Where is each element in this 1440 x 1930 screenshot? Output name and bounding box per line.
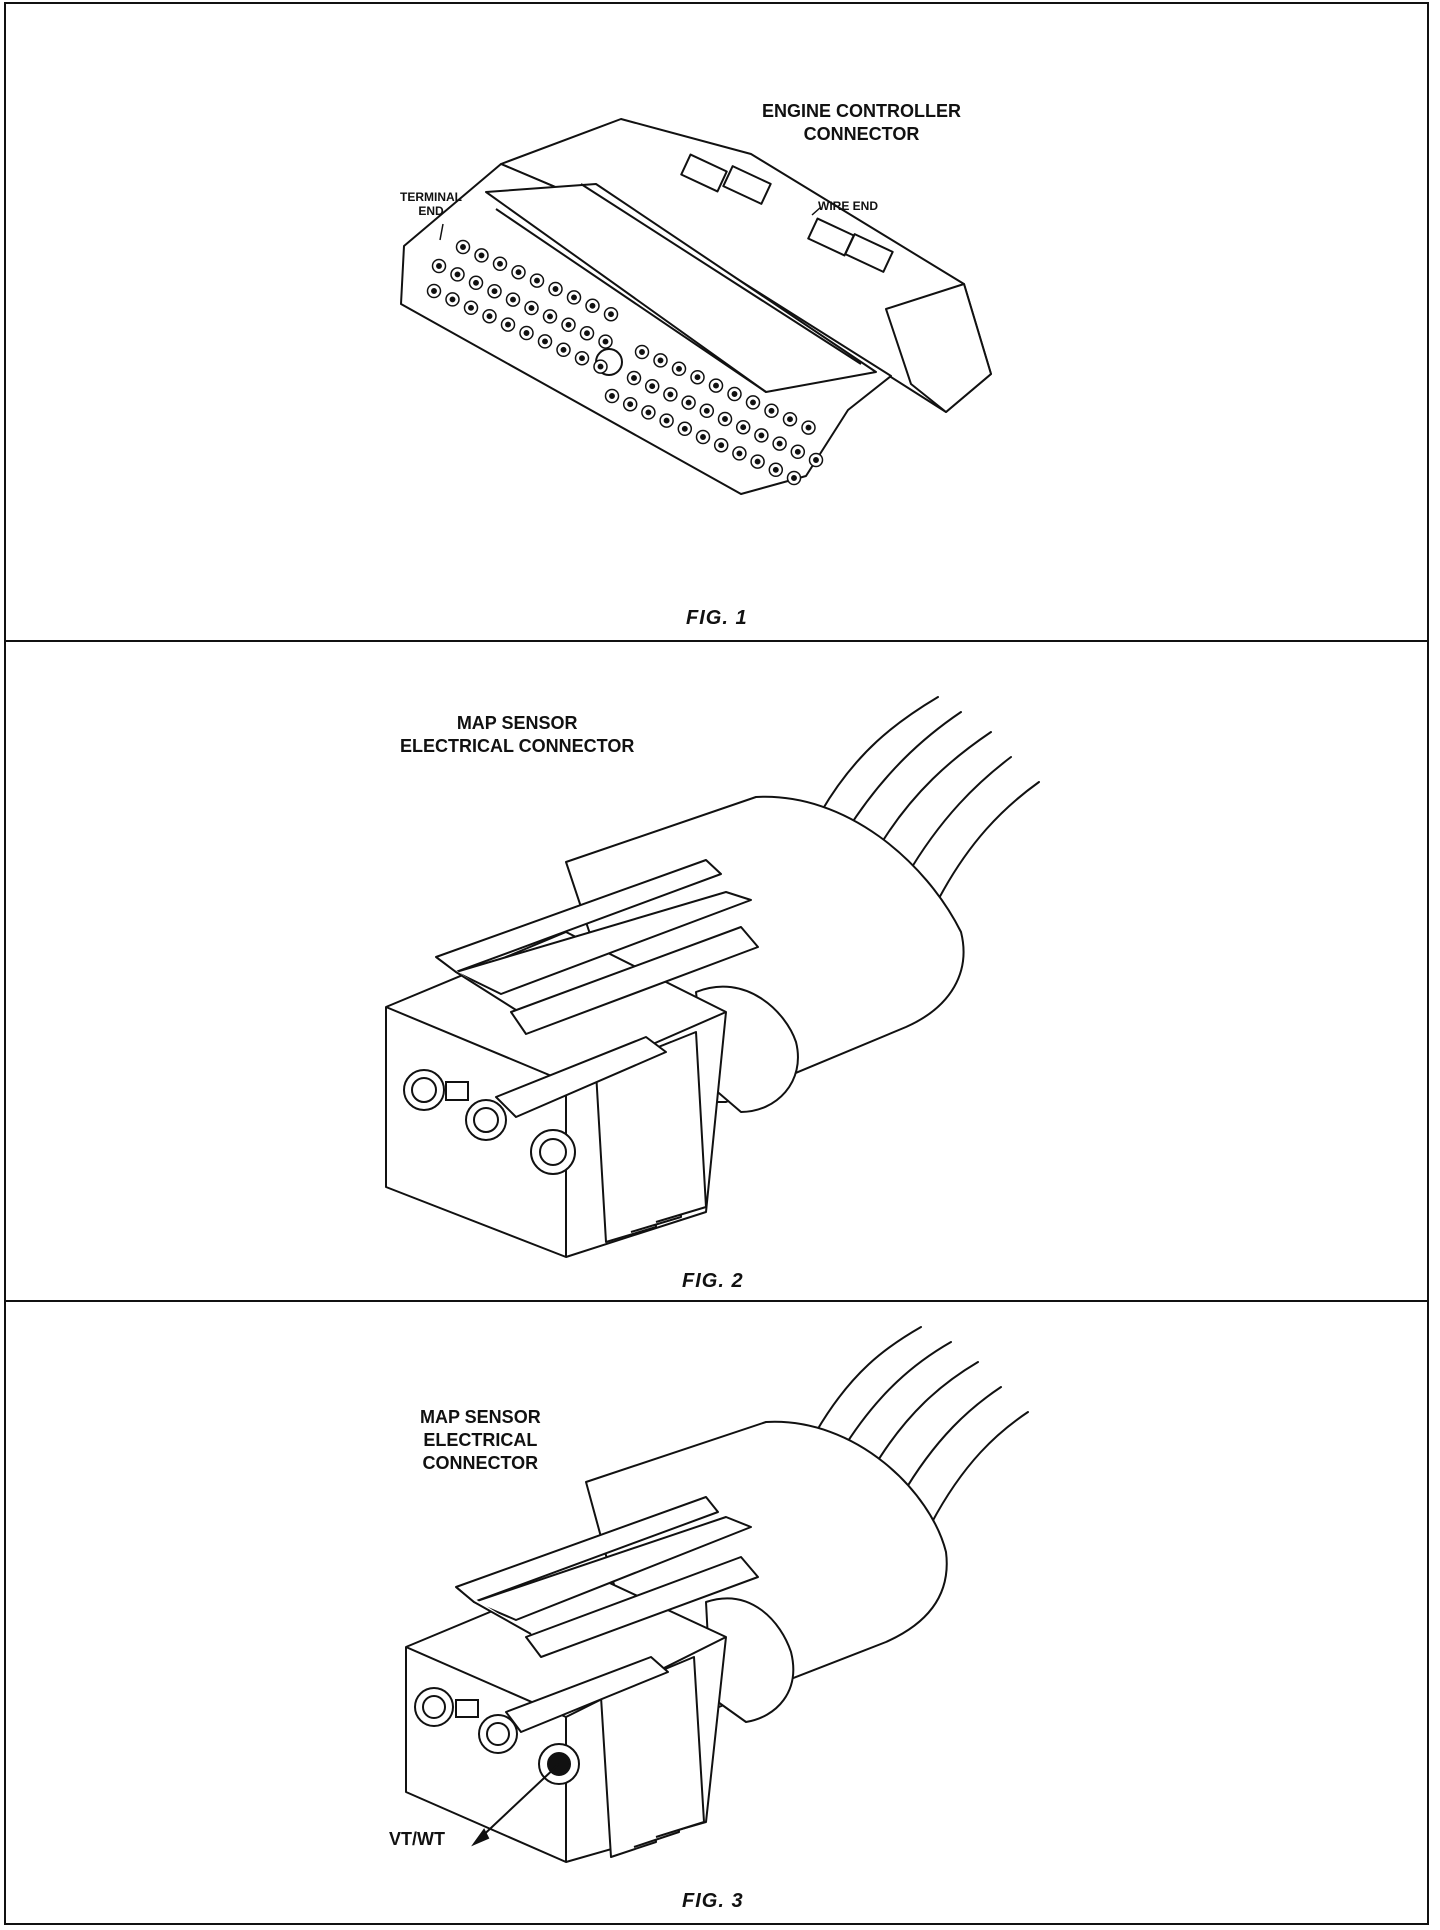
figure-3-caption: FIG. 3 [682, 1890, 744, 1912]
terminal-pin [603, 339, 607, 343]
terminal-pin [498, 262, 502, 266]
terminal-pin [737, 451, 741, 455]
terminal-pin [492, 289, 496, 293]
terminal-pin [683, 427, 687, 431]
terminal-pin [646, 410, 650, 414]
terminal-pin [796, 450, 800, 454]
terminal-end-line-1: TERMINAL [400, 190, 462, 204]
terminal-pin [543, 339, 547, 343]
terminal-pin [719, 443, 723, 447]
terminal-pin [769, 409, 773, 413]
terminal-pin [529, 306, 533, 310]
terminal-pin [814, 458, 818, 462]
terminal-pin [792, 476, 796, 480]
terminal-pin [686, 400, 690, 404]
terminal-pin [759, 433, 763, 437]
terminal-pin [714, 383, 718, 387]
map-sensor-connector-drawing [6, 642, 1429, 1302]
terminal-end-callout: TERMINAL END [400, 190, 462, 218]
terminal-pin [732, 392, 736, 396]
terminal-cavities [428, 241, 823, 485]
terminal-pin [511, 297, 515, 301]
figure-1-caption: FIG. 1 [686, 607, 748, 629]
terminal-pin [572, 295, 576, 299]
terminal-pin [701, 435, 705, 439]
terminal-pin [774, 468, 778, 472]
title-line-3: CONNECTOR [422, 1453, 539, 1473]
terminal-pin [751, 400, 755, 404]
terminal-pin [723, 417, 727, 421]
map-sensor-title: MAP SENSOR ELECTRICAL CONNECTOR [420, 1406, 541, 1475]
terminal-pin [755, 459, 759, 463]
terminal-pin [741, 425, 745, 429]
terminal-pin [598, 364, 602, 368]
terminal-pin [585, 331, 589, 335]
terminal-pin [432, 289, 436, 293]
terminal-pin [640, 350, 644, 354]
terminal-pin [610, 394, 614, 398]
title-line-1: MAP SENSOR [456, 713, 578, 733]
terminal-pin [474, 281, 478, 285]
terminal-pin [668, 392, 672, 396]
terminal-pin [553, 287, 557, 291]
title-line-2: ELECTRICAL [423, 1430, 538, 1450]
terminal-end-line-2: END [418, 204, 444, 218]
title-line-1: ENGINE CONTROLLER [762, 101, 962, 121]
figure-2-caption: FIG. 2 [682, 1270, 744, 1292]
terminal-pin [658, 358, 662, 362]
title-line-2: ELECTRICAL CONNECTOR [400, 736, 635, 756]
figure-1-panel: ENGINE CONTROLLER CONNECTOR TERMINAL END… [4, 2, 1429, 642]
terminal-pin [590, 304, 594, 308]
terminal-pin [461, 245, 465, 249]
terminal-pin [650, 384, 654, 388]
terminal-pin [677, 367, 681, 371]
terminal-pin [628, 402, 632, 406]
terminal-pin [524, 331, 528, 335]
figure-2-panel: MAP SENSOR ELECTRICAL CONNECTOR FIG. 2 [4, 640, 1429, 1302]
vt-wt-callout: VT/WT [389, 1829, 445, 1849]
terminal-pin [487, 314, 491, 318]
terminal-pin [516, 270, 520, 274]
terminal-pin [566, 323, 570, 327]
terminal-pin [561, 348, 565, 352]
figure-3-panel: MAP SENSOR ELECTRICAL CONNECTOR VT/WT FI… [4, 1300, 1429, 1925]
terminal-pin [548, 314, 552, 318]
terminal-pin [506, 322, 510, 326]
terminal-pin [632, 376, 636, 380]
title-line-2: CONNECTOR [803, 124, 920, 144]
terminal-pin [479, 253, 483, 257]
terminal-pin [695, 375, 699, 379]
wire-end-callout: WIRE END [818, 199, 878, 213]
terminal-pin [469, 306, 473, 310]
terminal-pin [777, 441, 781, 445]
terminal-pin [806, 425, 810, 429]
terminal-pin [609, 312, 613, 316]
engine-controller-connector-drawing [6, 4, 1429, 642]
terminal-pin [788, 417, 792, 421]
map-sensor-connector-pinout-drawing [6, 1302, 1429, 1925]
terminal-pin [705, 409, 709, 413]
terminal-pin [580, 356, 584, 360]
terminal-pin [437, 264, 441, 268]
engine-controller-title: ENGINE CONTROLLER CONNECTOR [762, 100, 961, 146]
map-sensor-title: MAP SENSOR ELECTRICAL CONNECTOR [400, 712, 634, 758]
terminal-pin [664, 418, 668, 422]
terminal-pin [450, 297, 454, 301]
title-line-1: MAP SENSOR [420, 1407, 541, 1427]
terminal-pin [455, 272, 459, 276]
terminal-pin [535, 278, 539, 282]
